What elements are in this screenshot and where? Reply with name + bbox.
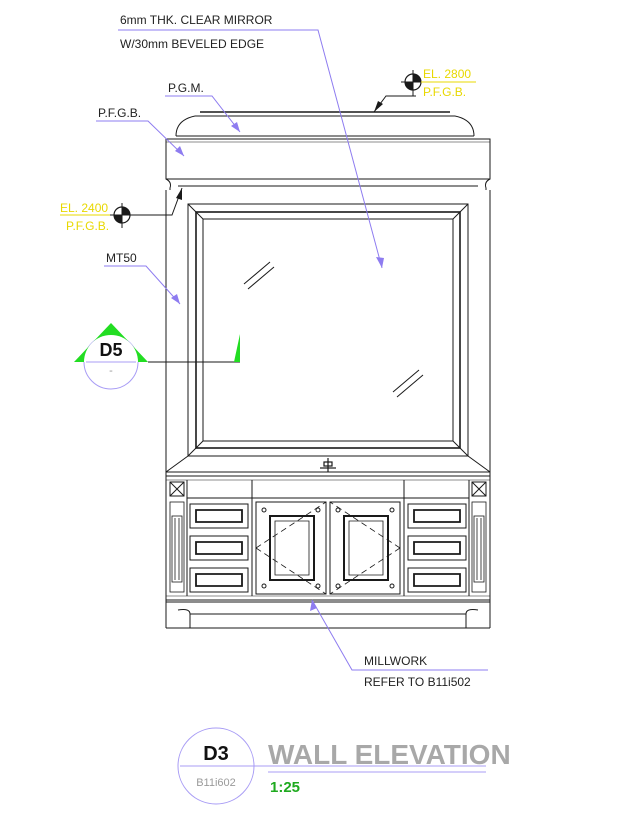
fluted-pilasters <box>169 501 487 593</box>
drawer-fronts <box>189 503 467 593</box>
level-mid-finish: P.F.G.B. <box>66 219 109 233</box>
level-marker-mid <box>60 187 183 228</box>
level-top-finish: P.F.G.B. <box>423 85 466 99</box>
level-mid-elevation: EL. 2400 <box>60 201 108 215</box>
leader-arrowheads <box>171 122 384 611</box>
note-pfgb: P.F.G.B. <box>98 106 141 120</box>
drawing-scale: 1:25 <box>270 779 300 796</box>
note-mirror-line2: W/30mm BEVELED EDGE <box>120 37 264 51</box>
level-marker-top <box>373 70 476 113</box>
title-block <box>177 727 486 805</box>
note-millwork-line1: MILLWORK <box>364 654 427 668</box>
note-millwork-line2: REFER TO B11i502 <box>364 675 471 689</box>
section-marker-label: D5 <box>99 340 122 360</box>
note-mt50: MT50 <box>106 251 137 265</box>
sheet-reference: B11i602 <box>196 777 236 789</box>
crown-cornice <box>175 111 475 137</box>
note-mirror-line1: 6mm THK. CLEAR MIRROR <box>120 13 273 27</box>
plinth-base <box>166 601 490 629</box>
drawing-tag: D3 <box>203 743 229 765</box>
mirror-glare <box>243 261 424 398</box>
level-top-elevation: EL. 2800 <box>423 67 471 81</box>
cabinet-sides <box>165 190 491 628</box>
faucet-symbol <box>320 458 336 472</box>
vanity-cabinet <box>165 475 491 601</box>
section-marker-d5 <box>74 323 240 390</box>
corner-blocks <box>169 481 487 497</box>
note-pgm: P.G.M. <box>168 81 204 95</box>
center-doors <box>255 501 401 595</box>
drawing-title: WALL ELEVATION <box>268 739 511 770</box>
section-marker-sub: - <box>109 365 113 377</box>
leader-lines <box>96 29 488 671</box>
frieze-band <box>165 138 491 190</box>
mirror-frame <box>165 203 491 473</box>
